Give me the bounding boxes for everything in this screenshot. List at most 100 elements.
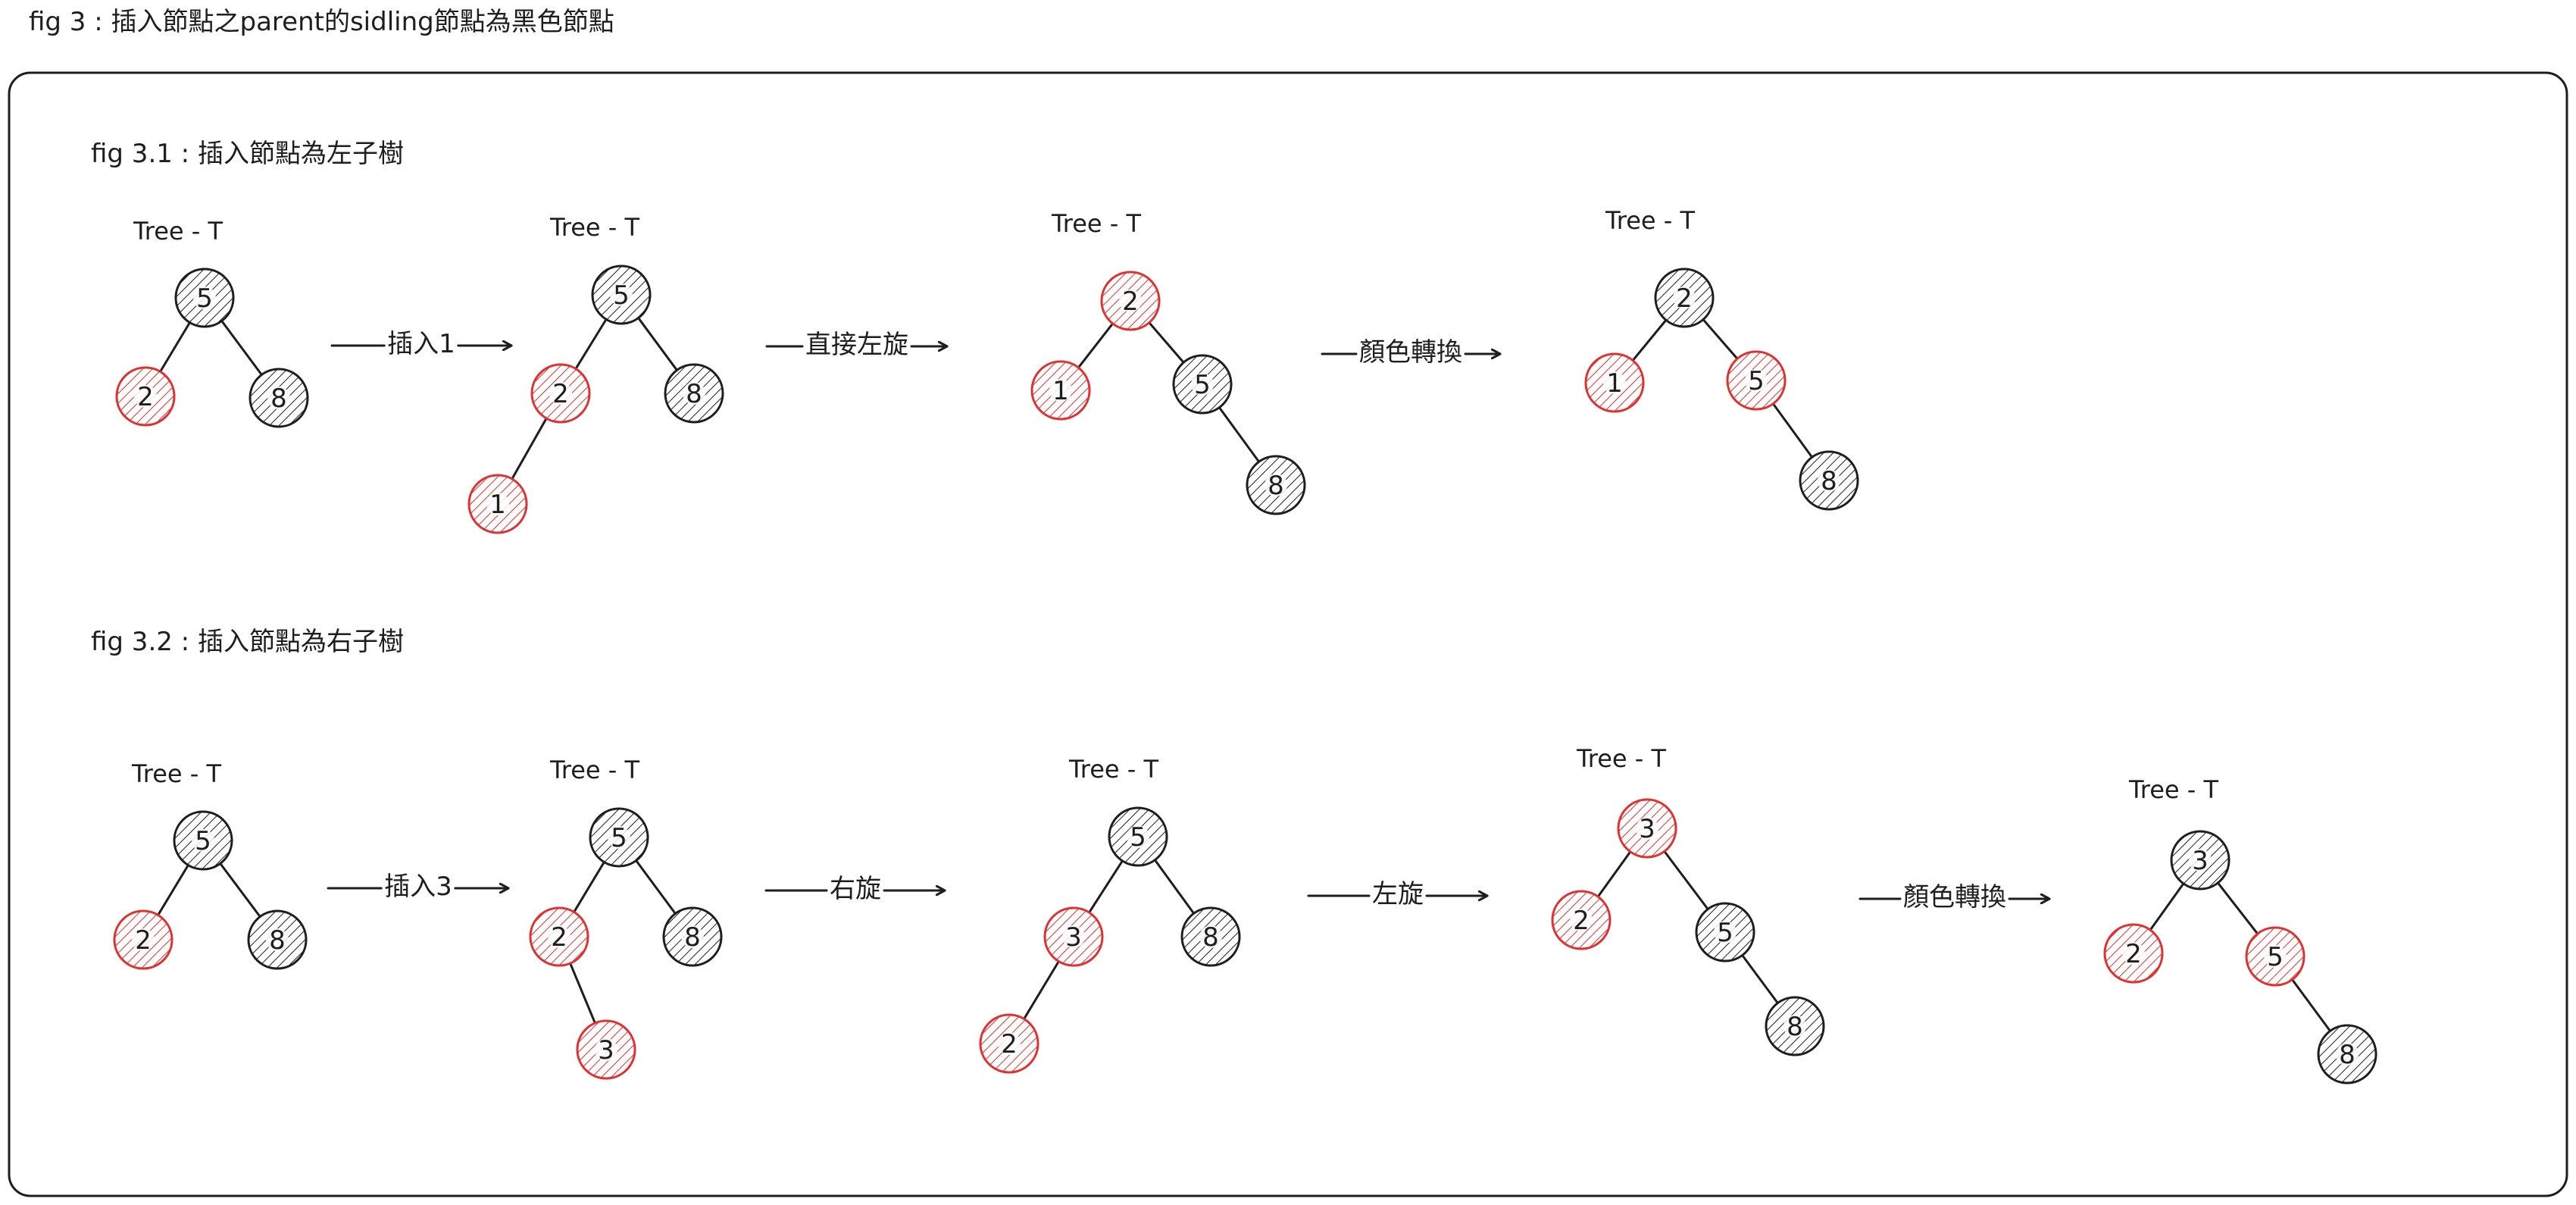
transition-arrow: 右旋 bbox=[764, 874, 946, 904]
node-value: 8 bbox=[269, 925, 286, 956]
tree-edge bbox=[1596, 850, 1632, 898]
tree-node: 8 bbox=[662, 906, 723, 967]
node-label-backdrop bbox=[1062, 925, 1085, 948]
node-label-backdrop bbox=[1049, 379, 1072, 402]
node-label-backdrop bbox=[608, 826, 630, 849]
tree-edge bbox=[635, 859, 677, 915]
node-label-backdrop bbox=[1127, 825, 1149, 848]
main-title: fig 3 : 插入節點之parent的sidling節點為黑色節點 bbox=[29, 7, 614, 37]
tree-edge bbox=[1771, 402, 1814, 459]
tree-node: 2 bbox=[2103, 923, 2164, 984]
tree-label: Tree - T bbox=[131, 759, 222, 788]
node-value: 5 bbox=[1130, 822, 1146, 853]
node-value: 8 bbox=[1268, 471, 1284, 501]
tree-edge bbox=[1631, 318, 1668, 362]
node-value: 5 bbox=[613, 280, 630, 311]
tree-node: 1 bbox=[1584, 352, 1645, 413]
node-value: 3 bbox=[1639, 814, 1655, 844]
node-label-backdrop bbox=[1265, 474, 1287, 496]
tree-node: 1 bbox=[467, 474, 528, 534]
tree-node: 8 bbox=[664, 363, 724, 424]
node-label-backdrop bbox=[1745, 369, 1768, 392]
node-label-backdrop bbox=[2264, 945, 2287, 968]
node-label-backdrop bbox=[1673, 286, 1696, 309]
tree-node: 5 bbox=[1172, 354, 1233, 415]
node-value: 1 bbox=[489, 490, 506, 520]
node-label-backdrop bbox=[1119, 290, 1142, 312]
node-value: 8 bbox=[1202, 922, 1219, 953]
transition-label: 插入1 bbox=[387, 329, 455, 359]
tree-edge bbox=[1023, 960, 1060, 1020]
tree-node: 8 bbox=[1765, 996, 1825, 1056]
transition-label: 插入3 bbox=[384, 872, 452, 902]
node-value: 5 bbox=[195, 826, 211, 856]
tree-label: Tree - T bbox=[549, 756, 640, 784]
tree-edge bbox=[219, 862, 261, 919]
tree-node: 8 bbox=[1246, 455, 1306, 515]
tree-node: 5 bbox=[1695, 902, 1755, 962]
tree-node: 5 bbox=[589, 807, 649, 868]
node-value: 5 bbox=[1717, 918, 1733, 948]
tree-node: 3 bbox=[2170, 830, 2231, 890]
tree-edge bbox=[1088, 859, 1124, 914]
node-value: 2 bbox=[1676, 283, 1693, 314]
tree-edge bbox=[220, 320, 263, 376]
tree-label: Tree - T bbox=[1051, 209, 1142, 238]
node-value: 8 bbox=[686, 379, 702, 409]
tree-edge bbox=[569, 962, 596, 1025]
tree-node: 2 bbox=[1100, 271, 1161, 331]
tree-edge bbox=[2216, 881, 2259, 935]
transition-label: 直接左旋 bbox=[805, 330, 908, 360]
tree-node: 8 bbox=[1799, 450, 1859, 511]
tree-label: Tree - T bbox=[1068, 755, 1159, 784]
node-label-backdrop bbox=[193, 286, 216, 309]
transition-label: 顏色轉換 bbox=[1903, 882, 2006, 912]
diagram-frame bbox=[8, 71, 2568, 1197]
node-label-backdrop bbox=[486, 493, 509, 515]
node-value: 5 bbox=[1194, 370, 1211, 400]
node-value: 3 bbox=[2192, 846, 2209, 876]
node-label-backdrop bbox=[1199, 925, 1222, 948]
tree-edge bbox=[573, 861, 605, 913]
node-value: 1 bbox=[1606, 368, 1623, 399]
tree-node: 5 bbox=[1108, 806, 1168, 867]
tree-edge bbox=[1702, 318, 1739, 360]
node-value: 5 bbox=[2267, 942, 2284, 972]
node-label-backdrop bbox=[1714, 921, 1737, 944]
tree-edge bbox=[1663, 850, 1709, 911]
tree-node: 2 bbox=[115, 366, 176, 427]
section-title-3-2: fig 3.2 : 插入節點為右子樹 bbox=[91, 627, 404, 657]
node-value: 2 bbox=[551, 922, 567, 953]
tree-node: 8 bbox=[2317, 1024, 2377, 1084]
tree-node: 5 bbox=[173, 810, 233, 871]
node-label-backdrop bbox=[2189, 849, 2212, 872]
node-label-backdrop bbox=[2336, 1043, 2359, 1066]
tree-edge bbox=[574, 318, 608, 371]
tree-node: 5 bbox=[591, 264, 652, 325]
node-value: 5 bbox=[1748, 366, 1765, 396]
transition-arrow: 顏色轉換 bbox=[1321, 337, 1502, 368]
node-label-backdrop bbox=[1818, 469, 1840, 492]
tree-node: 5 bbox=[1726, 350, 1787, 411]
node-value: 5 bbox=[196, 283, 213, 314]
tree-node: 8 bbox=[1180, 906, 1241, 967]
node-value: 8 bbox=[270, 383, 287, 414]
node-label-backdrop bbox=[132, 928, 155, 951]
node-label-backdrop bbox=[1191, 373, 1214, 396]
tree-edge bbox=[1218, 406, 1261, 463]
node-value: 2 bbox=[1573, 906, 1590, 936]
tree-edge bbox=[1077, 322, 1114, 369]
tree-node: 2 bbox=[1551, 890, 1612, 950]
node-label-backdrop bbox=[134, 385, 157, 408]
node-value: 8 bbox=[684, 922, 701, 953]
node-label-backdrop bbox=[683, 382, 705, 405]
